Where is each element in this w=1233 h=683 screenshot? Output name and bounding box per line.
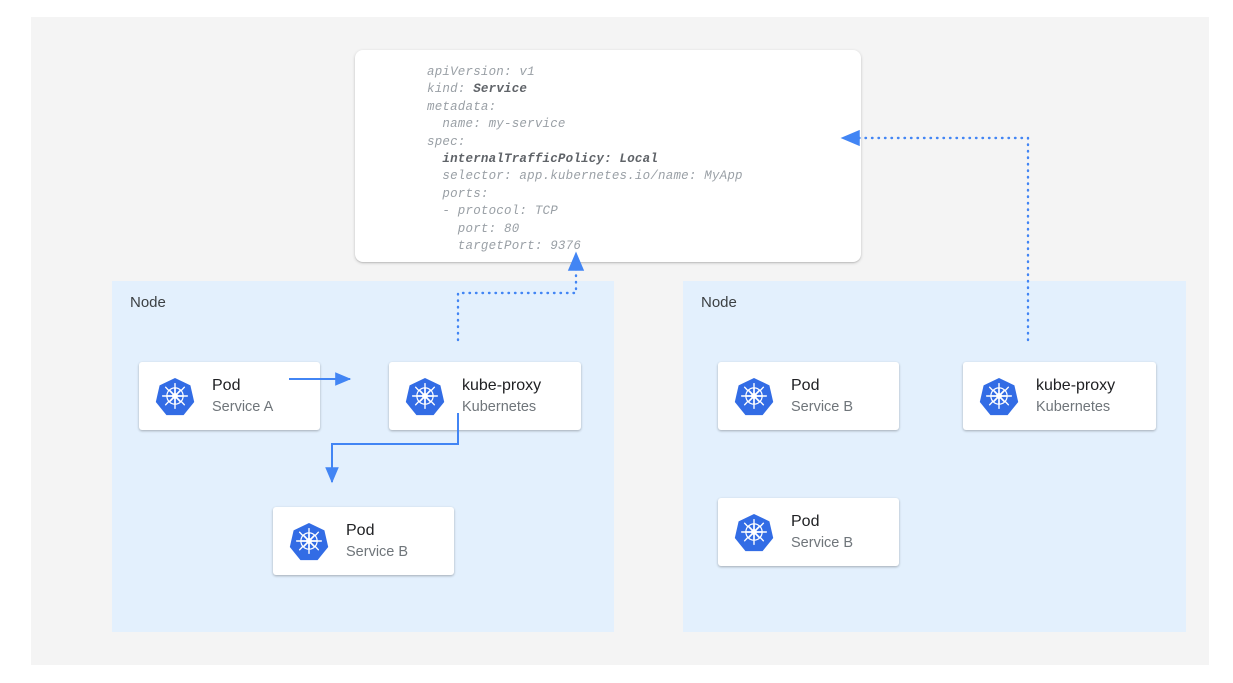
yaml-line: name: my-service bbox=[427, 117, 566, 132]
card-pod-service-b-right-bottom[interactable]: Pod Service B bbox=[718, 498, 899, 566]
service-spec-code: apiVersion: v1 kind: Service metadata: nam… bbox=[427, 64, 743, 255]
kubernetes-icon bbox=[733, 375, 775, 417]
card-kube-proxy-right[interactable]: kube-proxy Kubernetes bbox=[963, 362, 1156, 430]
kubernetes-icon bbox=[733, 511, 775, 553]
diagram-canvas: apiVersion: v1 kind: Service metadata: nam… bbox=[31, 17, 1209, 665]
node-panel-left: Node bbox=[112, 281, 614, 632]
yaml-line: spec: bbox=[427, 134, 466, 149]
yaml-line: port: 80 bbox=[427, 221, 520, 236]
card-title: Pod bbox=[212, 376, 241, 394]
node-label: Node bbox=[130, 294, 166, 311]
card-title: kube-proxy bbox=[462, 376, 542, 394]
card-pod-service-b-left[interactable]: Pod Service B bbox=[273, 507, 454, 575]
card-pod-service-a[interactable]: Pod Service A bbox=[139, 362, 320, 430]
yaml-line: targetPort: 9376 bbox=[427, 238, 582, 253]
kubernetes-icon bbox=[404, 375, 446, 417]
kubernetes-icon bbox=[288, 520, 330, 562]
card-subtitle: Service A bbox=[212, 398, 274, 415]
card-pod-service-b-right-top[interactable]: Pod Service B bbox=[718, 362, 899, 430]
card-subtitle: Kubernetes bbox=[1036, 398, 1111, 415]
kubernetes-icon bbox=[978, 375, 1020, 417]
node-label: Node bbox=[701, 294, 737, 311]
yaml-line: internalTrafficPolicy: Local bbox=[442, 151, 659, 166]
service-spec-card: apiVersion: v1 kind: Service metadata: nam… bbox=[355, 50, 861, 262]
card-title: Pod bbox=[346, 521, 375, 539]
node-panel-right: Node bbox=[683, 281, 1186, 632]
card-subtitle: Service B bbox=[791, 398, 854, 415]
card-title: kube-proxy bbox=[1036, 376, 1116, 394]
yaml-line: selector: app.kubernetes.io/name: MyApp bbox=[427, 169, 743, 184]
yaml-line: - protocol: TCP bbox=[427, 204, 558, 219]
yaml-line: apiVersion: v1 bbox=[427, 65, 535, 79]
card-subtitle: Service B bbox=[791, 534, 854, 551]
card-title: Pod bbox=[791, 376, 820, 394]
yaml-line: kind: Service bbox=[427, 82, 528, 97]
yaml-line: metadata: bbox=[427, 99, 497, 114]
card-subtitle: Kubernetes bbox=[462, 398, 537, 415]
card-title: Pod bbox=[791, 512, 820, 530]
card-subtitle: Service B bbox=[346, 543, 409, 560]
card-kube-proxy-left[interactable]: kube-proxy Kubernetes bbox=[389, 362, 581, 430]
yaml-line: ports: bbox=[427, 186, 489, 201]
kubernetes-icon bbox=[154, 375, 196, 417]
